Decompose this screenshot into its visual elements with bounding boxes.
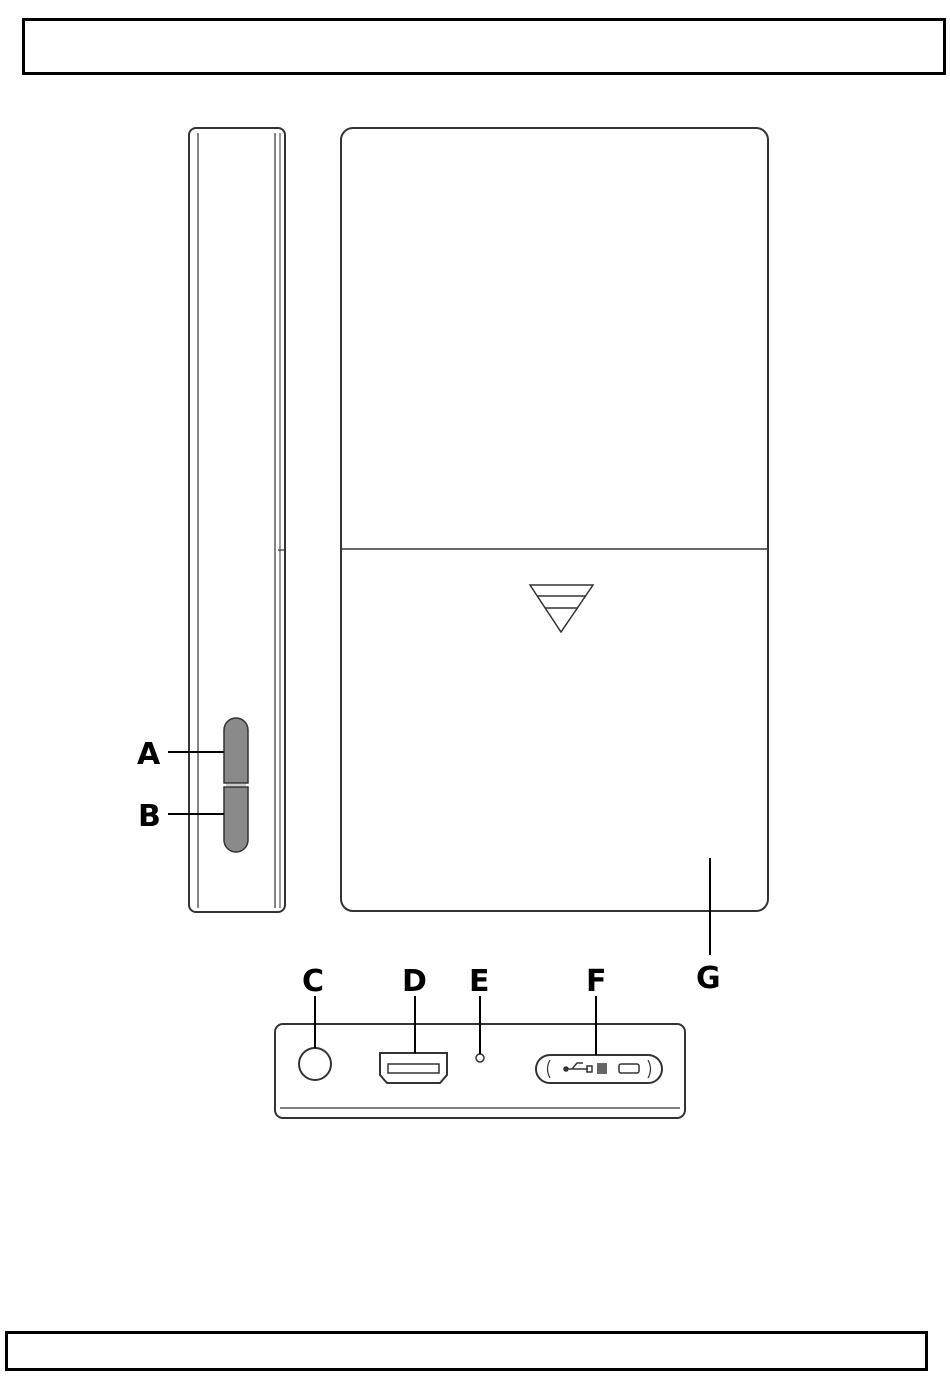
callout-label-d: D (402, 964, 427, 999)
callout-label-c: C (302, 964, 324, 999)
callout-label-g: G (696, 961, 721, 996)
dc-jack-port[interactable] (299, 1048, 331, 1080)
reset-hole[interactable] (476, 1054, 484, 1062)
device-back-view (341, 128, 768, 911)
triangle-arrow-icon (530, 585, 593, 632)
callout-label-b: B (138, 799, 161, 834)
callout-label-f: F (586, 964, 607, 999)
callout-label-a: A (137, 737, 161, 772)
usb-port[interactable] (536, 1055, 662, 1083)
button-b[interactable] (224, 787, 248, 852)
button-a[interactable] (224, 718, 248, 783)
hdmi-port[interactable] (380, 1053, 447, 1083)
usb-symbol-icon (564, 1063, 592, 1072)
callout-label-e: E (469, 964, 490, 999)
footer-box (5, 1331, 928, 1371)
